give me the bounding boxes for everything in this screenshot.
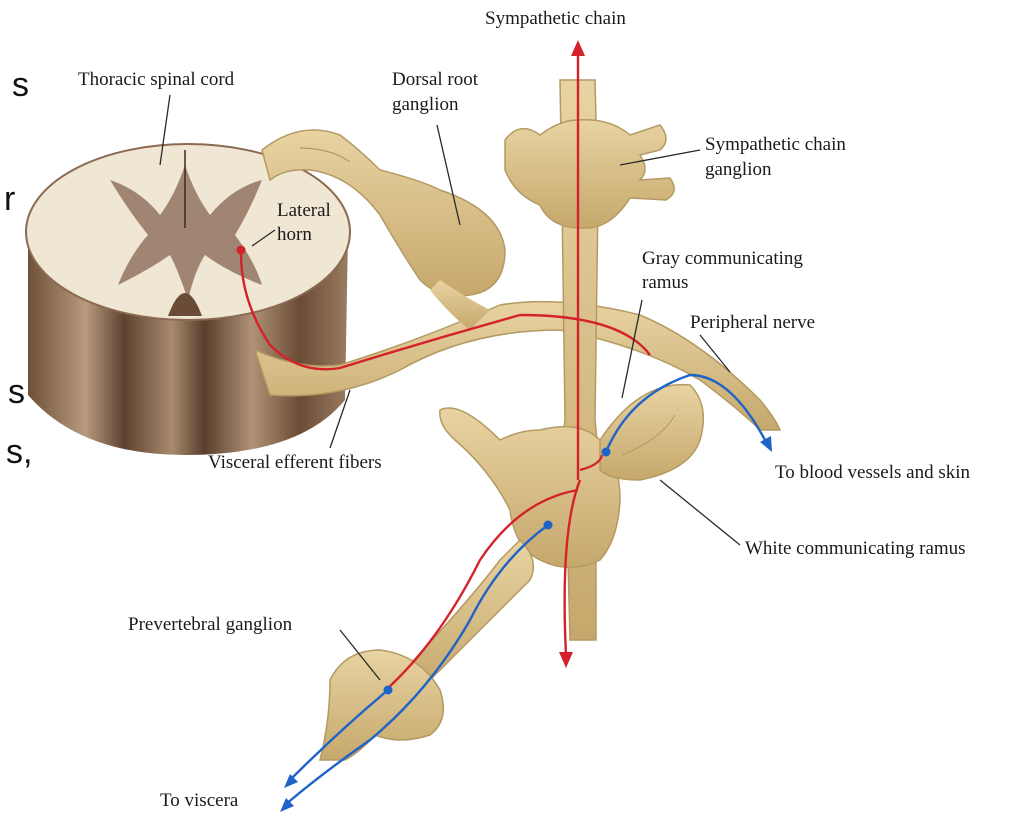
label-peripheral-nerve: Peripheral nerve [690, 312, 815, 333]
label-to-viscera: To viscera [160, 790, 239, 811]
slide-fragment-2: r [4, 180, 15, 218]
label-dorsal-root-ganglion-2: ganglion [392, 94, 459, 115]
slide-fragment-3: s [8, 373, 25, 411]
viscera-arrow-2 [284, 774, 298, 788]
label-white-ramus: White communicating ramus [745, 538, 966, 559]
skin-arrow [760, 436, 772, 452]
label-dorsal-root-ganglion-1: Dorsal root [392, 69, 479, 90]
label-prevertebral: Prevertebral ganglion [128, 614, 293, 635]
label-sympathetic-chain: Sympathetic chain [485, 8, 626, 29]
label-gray-ramus-2: ramus [642, 272, 688, 293]
chain-up-arrow [571, 40, 585, 56]
leader-white-ramus [660, 480, 740, 545]
label-gray-ramus-1: Gray communicating [642, 248, 803, 269]
label-thoracic-spinal-cord: Thoracic spinal cord [78, 69, 235, 90]
label-chain-ganglion-1: Sympathetic chain [705, 134, 846, 155]
label-chain-ganglion-2: ganglion [705, 159, 772, 180]
label-lateral-horn-2: horn [277, 224, 312, 245]
label-visceral-efferent: Visceral efferent fibers [208, 452, 382, 473]
label-lateral-horn-1: Lateral [277, 200, 331, 221]
chain-down-arrow [559, 652, 573, 668]
gray-ramus-neuron [602, 448, 611, 457]
chain-ganglion-neuron [544, 521, 553, 530]
lateral-horn-neuron [237, 246, 246, 255]
prevertebral-neuron [384, 686, 393, 695]
slide-fragment-4: s, [6, 433, 32, 471]
sympathetic-chain [400, 80, 703, 690]
thoracic-spinal-cord [26, 144, 350, 455]
slide-fragment-1: s [12, 66, 29, 104]
label-to-blood-vessels: To blood vessels and skin [775, 462, 970, 483]
